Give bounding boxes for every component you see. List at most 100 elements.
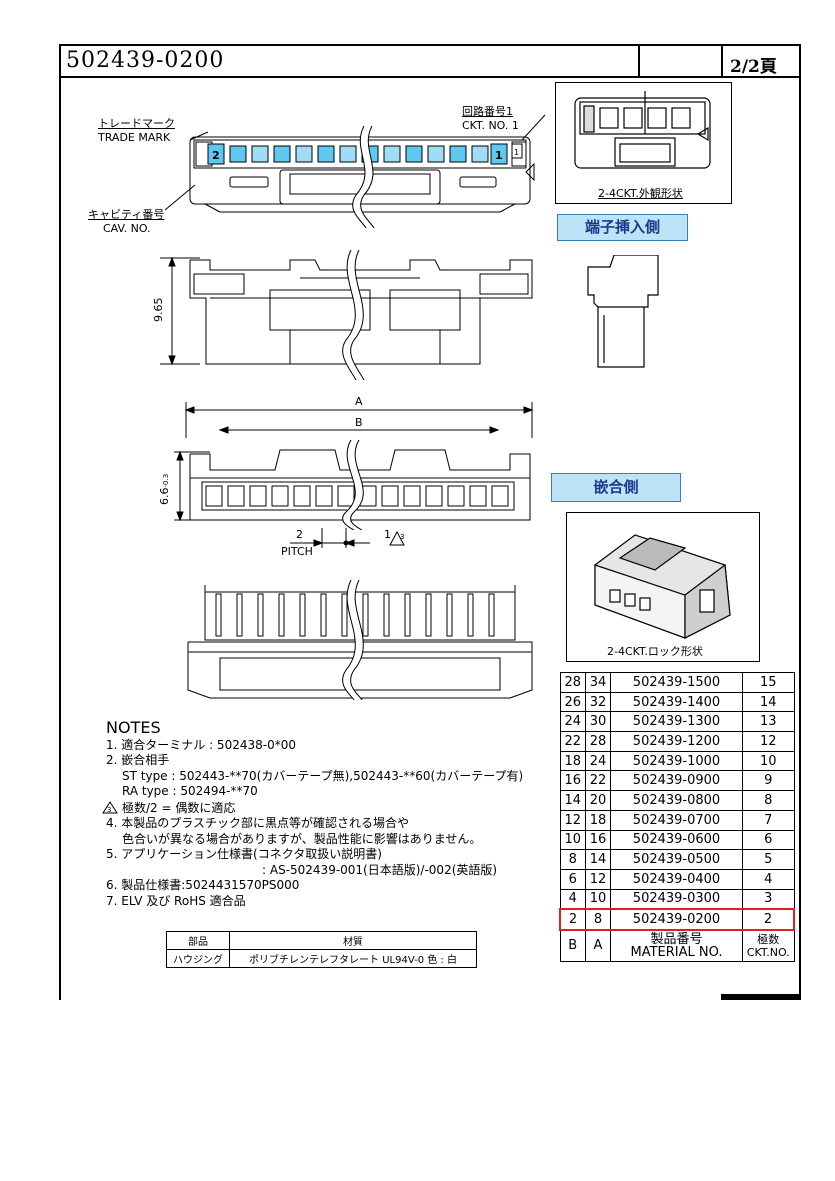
cell-a: 32 [585,691,611,713]
cell-ckt-no: 4 [742,868,795,890]
title-divider [638,44,640,77]
cell-b: 24 [559,711,586,733]
cell-a: 24 [585,750,611,772]
cell-ckt-no: 14 [742,691,795,713]
cell-material-no: 502439-0300 [610,888,743,910]
parts-header-part: 部品 [166,931,230,950]
terminal-pin [320,593,327,637]
footer-a: A [585,929,611,962]
cell-b: 28 [559,672,586,693]
cell-b: 12 [559,809,586,831]
parts-row: ハウジング ポリブチレンテレフタレート UL94V-0 色 : 白 [166,949,477,968]
insert-side-label: 端子挿入側 [557,214,688,241]
note-3: 3 極数/2 = 偶数に適応 [102,800,523,817]
note-3-marker: 3 [107,805,112,814]
note-5: 5. アプリケーション仕様書(コネクタ取扱い説明書) [106,847,382,861]
cav-no-label-jp: キャビティ番号 [88,208,165,221]
pitch-label: PITCH [281,545,313,558]
cell-a: 10 [585,888,611,910]
terminal-pin [446,593,453,637]
note-5-cont: : AS-502439-001(日本語版)/-002(英語版) [262,862,498,877]
parts-header-material: 材質 [229,931,477,950]
cell-a: 16 [585,829,611,851]
depth-dimension-value: 6.6 [158,487,171,506]
cell-b: 10 [559,829,586,851]
mating-cavity [337,485,355,507]
note-7: 7. ELV 及び RoHS 適合品 [106,893,246,908]
cell-material-no: 502439-0600 [610,829,743,851]
cavity-number-right: 1 [495,149,503,162]
notes-section: NOTES 1. 適合ターミナル : 502438-0*00 2. 嵌合相手 S… [102,720,523,909]
cell-ckt-no: 2 [742,908,795,931]
terminal-pin [236,593,243,637]
cell-material-no: 502439-1400 [610,691,743,713]
terminal-pin [425,593,432,637]
front-view-drawing [160,250,533,380]
cell-a: 18 [585,809,611,831]
dimension-lines [184,402,534,438]
cell-material-no: 502439-1000 [610,750,743,772]
cell-b: 14 [559,790,586,811]
footer-ckt-jp: 極数 [757,932,780,946]
ckt-marker: 1 [514,148,519,157]
cell-a: 34 [585,672,611,693]
mating-side-label: 嵌合側 [551,473,681,502]
cell-a: 20 [585,790,611,811]
mating-cavity [293,485,311,507]
cell-ckt-no: 7 [742,809,795,831]
cell-b: 2 [559,908,586,931]
cavity [405,145,423,163]
ckt-no-label-en: CKT. NO. 1 [462,119,519,132]
cavity [339,145,357,163]
cell-ckt-no: 3 [742,888,795,910]
cavity [383,145,401,163]
note-3-text: 極数/2 = 偶数に適応 [122,800,236,815]
cavity [449,145,467,163]
cell-ckt-no: 10 [742,750,795,772]
footer-material-jp: 製品番号 [650,931,703,947]
dimension-b-label: B [355,416,363,429]
mating-cavity [447,485,465,507]
outline-view-caption: 2-4CKT.外観形状 [598,187,683,200]
cell-ckt-no: 9 [742,770,795,792]
cavity [273,145,291,163]
depth-dimension: 6.6-0.3 [158,474,171,505]
frame-corner-mark [721,994,799,1000]
cavity [229,145,247,163]
terminal-pin [404,593,411,637]
cell-ckt-no: 13 [742,711,795,733]
drawing-frame [59,44,801,1000]
terminal-pin [383,593,390,637]
mating-cavity [315,485,333,507]
terminal-pin [278,593,285,637]
terminal-pin [215,593,222,637]
outline-view-drawing [574,91,711,169]
cell-material-no: 502439-1200 [610,731,743,752]
ckt-no-label-jp: 回路番号1 [462,105,513,118]
mating-cavity [425,485,443,507]
footer-b: B [559,929,586,962]
cell-material-no: 502439-0700 [610,809,743,831]
cell-material-no: 502439-1300 [610,711,743,733]
cell-a: 22 [585,770,611,792]
cell-material-no: 502439-1500 [610,672,743,693]
title-block [59,44,799,78]
footer-material-en: MATERIAL NO. [630,944,723,960]
cell-material-no: 502439-0500 [610,849,743,870]
mating-cavity [403,485,421,507]
terminal-pin [257,593,264,637]
terminal-pin [488,593,495,637]
note-4-cont: 色合いが異なる場合がありますが、製品性能に影響はありません。 [122,831,482,846]
lock-view-drawing [594,534,731,639]
mating-cavity [469,485,487,507]
mating-cavity [271,485,289,507]
cell-b: 26 [559,691,586,713]
cell-a: 12 [585,868,611,890]
